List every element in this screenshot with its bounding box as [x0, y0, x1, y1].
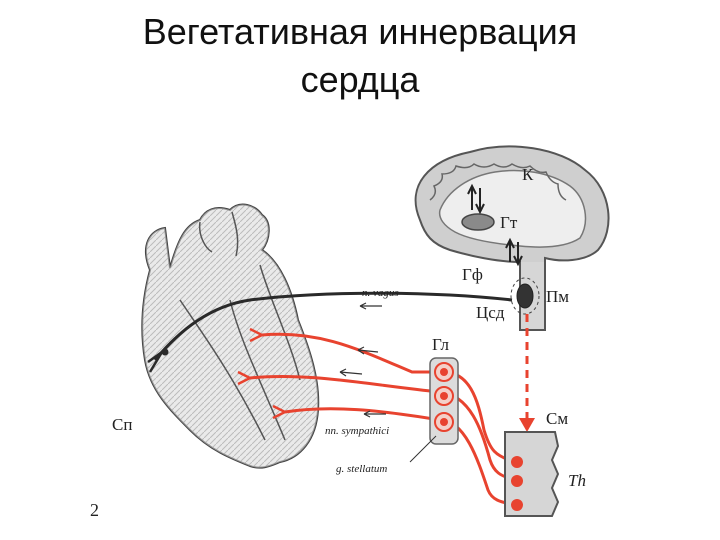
label-heart-sp: Сп: [112, 415, 132, 434]
label-spinal-cord: См: [546, 409, 568, 428]
hypothalamus-nucleus: [461, 213, 495, 231]
vagus-nerve: [147, 291, 513, 373]
vagus-nucleus: [516, 283, 534, 309]
figure-number: 2: [90, 500, 99, 520]
slide-title: Вегетативная иннервация сердца: [0, 8, 720, 104]
label-gf: Гф: [462, 265, 483, 284]
direction-arrows: [339, 346, 386, 418]
label-tssd: Цсд: [476, 303, 505, 322]
title-line-2: сердца: [300, 59, 420, 100]
title-line-1: Вегетативная иннервация: [142, 11, 578, 52]
label-medulla: Пм: [546, 287, 569, 306]
label-hypothalamus: Гт: [500, 213, 518, 232]
label-thoracic: Th: [568, 471, 586, 490]
label-sympathici: nn. sympathici: [325, 425, 389, 437]
spinal-cord-segment: [504, 431, 560, 517]
label-stellatum: g. stellatum: [336, 463, 387, 475]
brain-drawing: [414, 145, 610, 331]
label-ganglion: Гл: [432, 335, 450, 354]
label-vagus: n. vagus: [362, 287, 399, 299]
heart-drawing: [141, 203, 320, 469]
label-cortex: К: [522, 165, 534, 184]
sympathetic-ganglion-chain: [429, 357, 459, 445]
